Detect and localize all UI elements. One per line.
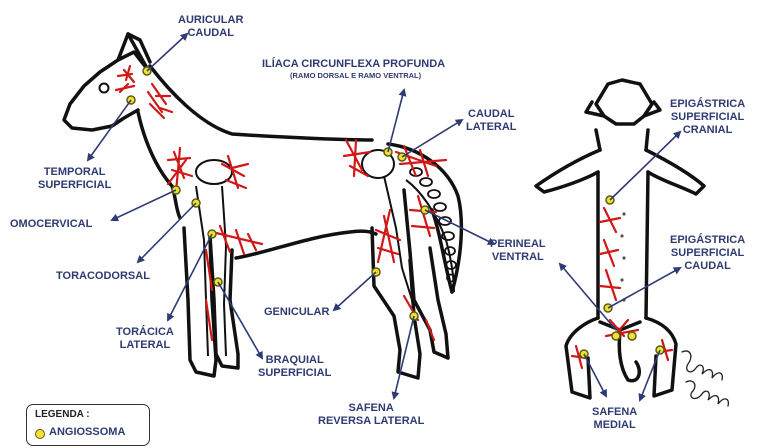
label-line: TORACODORSAL [56,270,150,283]
label-line: SUPERFICIAL [38,179,111,192]
label-line: CAUDAL [670,260,745,273]
label-line: SAFENA [592,406,637,419]
label-line: SUPERFICIAL [258,367,331,380]
label-perineal-ventral: PERINEAL VENTRAL [490,238,546,264]
label-iliaca-circunflexa: ILÍACA CIRCUNFLEXA PROFUNDA [262,58,445,71]
label-safena-medial: SAFENA MEDIAL [592,406,637,432]
label-line: CAUDAL [466,108,517,121]
label-line: PERINEAL [490,238,546,251]
label-line: TEMPORAL [38,166,111,179]
label-line: GENICULAR [264,306,329,319]
label-epigastrica-caudal: EPIGÁSTRICA SUPERFICIAL CAUDAL [670,234,745,273]
label-line: CAUDAL [178,27,243,40]
label-toracodorsal: TORACODORSAL [56,270,150,283]
label-line: SAFENA [318,402,424,415]
label-line: CRANIAL [670,124,745,137]
legend-angiosome-dot [35,429,45,439]
ventral-dots-line [620,212,625,301]
label-iliaca-ramos: (RAMO DORSAL E RAMO VENTRAL) [290,71,421,80]
vessel-clusters-ventral [572,208,672,368]
label-line: REVERSA LATERAL [318,415,424,428]
legend-title: LEGENDA : [35,409,90,420]
legend-angiosome-label: ANGIOSSOMA [49,426,125,438]
label-line: SUPERFICIAL [670,247,745,260]
label-line: (RAMO DORSAL E RAMO VENTRAL) [290,71,421,80]
label-line: SUPERFICIAL [670,111,745,124]
label-line: ILÍACA CIRCUNFLEXA PROFUNDA [262,58,445,71]
label-auricular-caudal: AURICULAR CAUDAL [178,14,243,40]
label-safena-reversa-lateral: SAFENA REVERSA LATERAL [318,402,424,428]
label-line: TORÁCICA [116,326,174,339]
dog-eye [100,84,109,93]
label-line: EPIGÁSTRICA [670,234,745,247]
label-line: BRAQUIAL [258,354,331,367]
artist-signature [676,346,738,412]
label-omocervical: OMOCERVICAL [10,218,92,231]
label-line: AURICULAR [178,14,243,27]
label-line: LATERAL [116,339,174,352]
label-genicular: GENICULAR [264,306,329,319]
label-line: LATERAL [466,121,517,134]
label-toracica-lateral: TORÁCICA LATERAL [116,326,174,352]
legend-box: LEGENDA : ANGIOSSOMA [26,404,150,446]
label-temporal-superficial: TEMPORAL SUPERFICIAL [38,166,111,192]
label-line: EPIGÁSTRICA [670,98,745,111]
label-line: VENTRAL [490,251,546,264]
label-line: MEDIAL [592,419,637,432]
vessel-clusters-dog [116,66,446,340]
label-epigastrica-cranial: EPIGÁSTRICA SUPERFICIAL CRANIAL [670,98,745,137]
label-braquial-superficial: BRAQUIAL SUPERFICIAL [258,354,331,380]
label-caudal-lateral: CAUDAL LATERAL [466,108,517,134]
label-line: OMOCERVICAL [10,218,92,231]
